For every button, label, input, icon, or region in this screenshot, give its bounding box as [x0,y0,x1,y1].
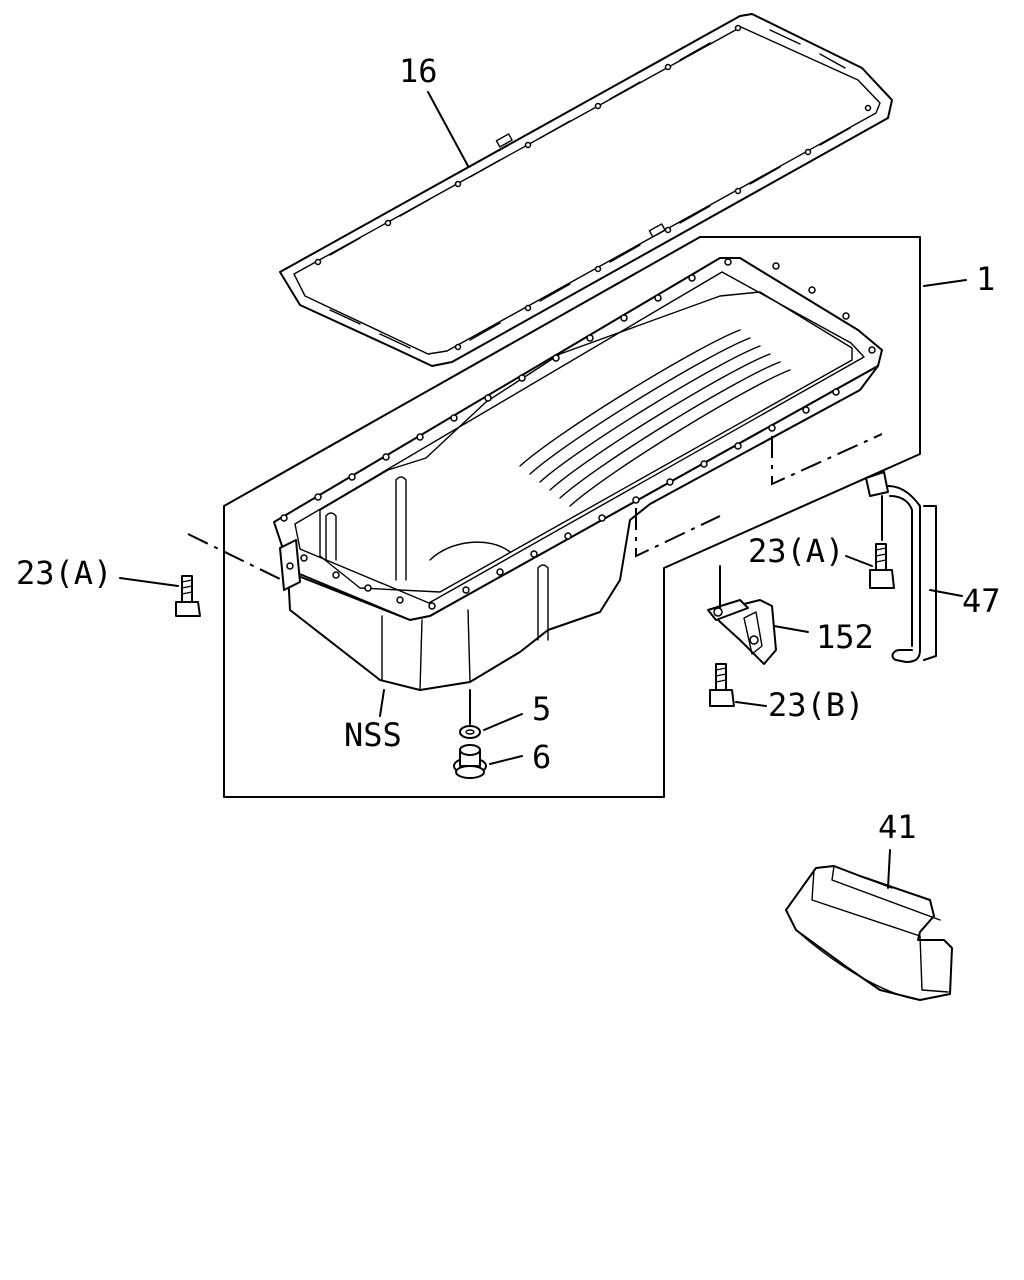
label-part-5: 5 [532,690,551,728]
oil-pan-gasket [279,13,893,367]
pipe-bracket [865,471,889,497]
part-labels: 16 1 23(A) 23(A) 47 152 23(B) 5 6 NSS 41 [16,52,1001,846]
label-part-16: 16 [399,52,438,90]
label-part-1: 1 [976,260,995,298]
label-part-47: 47 [962,582,1001,620]
part-41 [785,849,953,1001]
washer-5 [459,689,481,739]
bolt-23a-left [175,575,201,617]
label-part-152: 152 [816,618,874,656]
bolt-23a-right [869,495,895,589]
label-nss: NSS [344,716,402,754]
bolt-23b [709,663,735,707]
assembly-frame [223,236,921,798]
label-part-23a-right: 23(A) [748,532,844,570]
label-part-23b: 23(B) [768,686,864,724]
oil-pan [273,257,883,691]
drain-plug-6 [453,744,487,779]
pipe-47 [887,485,937,663]
bracket-152 [707,565,777,665]
label-part-6: 6 [532,738,551,776]
label-part-41: 41 [878,808,917,846]
label-part-23a-left: 23(A) [16,554,112,592]
